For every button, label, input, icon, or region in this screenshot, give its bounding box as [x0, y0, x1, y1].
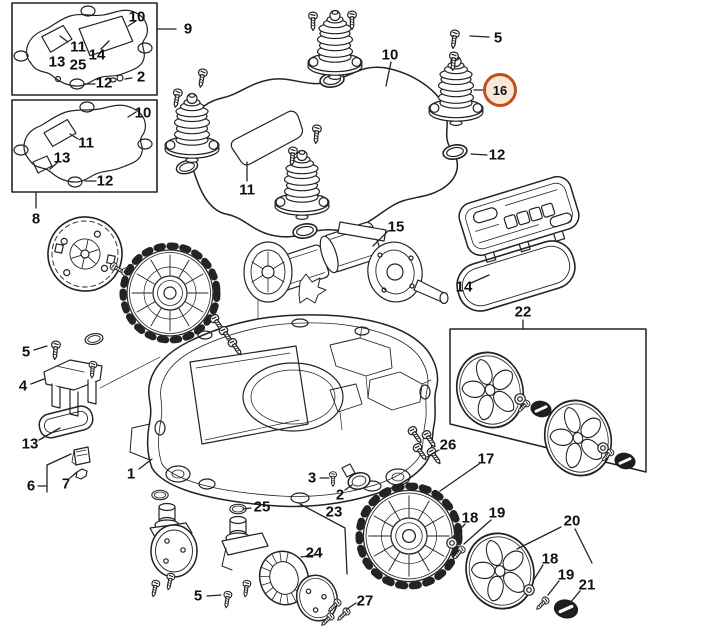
callout-13[interactable]: 13 [21, 435, 39, 453]
callout-12-box8[interactable]: 12 [96, 172, 114, 190]
callout-12-box9[interactable]: 12 [95, 74, 113, 92]
callout-5-bottom[interactable]: 5 [193, 587, 203, 605]
leader-lines [30, 20, 593, 610]
callout-11-box9[interactable]: 11 [70, 38, 86, 56]
callout-5-left[interactable]: 5 [21, 343, 31, 361]
washer-icon-18 [523, 584, 535, 596]
callout-8[interactable]: 8 [31, 210, 41, 228]
control-cover-drawing [458, 175, 580, 263]
axle-cap-icon [612, 450, 638, 472]
callout-18-right[interactable]: 18 [541, 550, 559, 568]
rubber-damper-drawing [274, 149, 330, 220]
callout-14[interactable]: 14 [455, 278, 473, 296]
callout-2[interactable]: 2 [335, 486, 345, 504]
callout-16-selected[interactable]: 16 [483, 73, 517, 107]
rear-toothed-wheel-drawing [359, 486, 459, 586]
screw-icon [195, 67, 209, 89]
axle-cap-21-icon [551, 596, 581, 622]
callout-26[interactable]: 26 [439, 436, 457, 454]
clip-6-drawing [71, 446, 91, 466]
callout-19-left[interactable]: 19 [488, 504, 506, 522]
callout-27[interactable]: 27 [356, 592, 374, 610]
callout-14-box9[interactable]: 14 [88, 46, 106, 64]
toothed-wheel-drawing [123, 246, 217, 340]
callout-13-box8[interactable]: 13 [53, 149, 71, 167]
caster-wheel-assembly-drawing [148, 502, 198, 598]
gasket-box-8 [11, 99, 158, 193]
disc-plate-drawing [40, 209, 130, 299]
caster-disc-drawing [295, 574, 339, 622]
callout-10[interactable]: 10 [381, 46, 399, 64]
callout-17[interactable]: 17 [477, 450, 495, 468]
cover-gasket-14-drawing [456, 240, 576, 312]
callout-7[interactable]: 7 [61, 475, 71, 493]
o-ring-12 [441, 142, 469, 162]
callout-13-box9[interactable]: 13 [48, 53, 66, 71]
callout-22[interactable]: 22 [514, 303, 532, 321]
o-ring [83, 331, 105, 347]
gasket-box-9 [11, 2, 158, 96]
screw-icon [308, 11, 318, 32]
o-ring [291, 221, 319, 241]
callout-11-box8[interactable]: 11 [78, 134, 94, 152]
chassis-drawing [99, 314, 439, 508]
callout-25-box9[interactable]: 25 [69, 56, 87, 74]
wheel-box-22 [449, 328, 647, 473]
callout-10-box8[interactable]: 10 [134, 104, 152, 122]
callout-4[interactable]: 4 [18, 377, 28, 395]
nut-7-drawing [75, 468, 88, 480]
rubber-damper-drawing [164, 92, 220, 163]
callout-5-top[interactable]: 5 [493, 29, 503, 47]
screw-icon-27 [334, 606, 352, 624]
o-ring [151, 489, 169, 501]
callout-21[interactable]: 21 [578, 576, 596, 594]
callout-23[interactable]: 23 [325, 503, 343, 521]
callout-6[interactable]: 6 [26, 477, 36, 495]
callout-15[interactable]: 15 [387, 218, 405, 236]
screw-icon-19 [533, 595, 551, 613]
callout-3[interactable]: 3 [307, 469, 317, 487]
hub-cap-wheel-drawing [446, 342, 534, 438]
callout-12[interactable]: 12 [488, 146, 506, 164]
screw-icon-5 [448, 28, 461, 50]
callout-19-right[interactable]: 19 [557, 566, 575, 584]
callout-9[interactable]: 9 [183, 20, 193, 38]
plug-drawing [329, 463, 371, 490]
callout-20[interactable]: 20 [563, 512, 581, 530]
callout-25[interactable]: 25 [253, 498, 271, 516]
callout-24[interactable]: 24 [305, 544, 323, 562]
rubber-damper-16-drawing [428, 55, 484, 127]
mount-bracket-4-drawing [43, 340, 103, 417]
caster-fork-drawing [221, 515, 269, 609]
drive-motor-assembly-drawing [243, 221, 449, 346]
caster-tread-24-drawing [258, 550, 310, 606]
callout-1[interactable]: 1 [126, 465, 136, 483]
callout-11[interactable]: 11 [239, 181, 255, 199]
screw-icon [310, 124, 323, 145]
washer-icon-18 [446, 537, 458, 549]
callout-18-left[interactable]: 18 [461, 509, 479, 527]
callout-10-box9[interactable]: 10 [128, 8, 146, 26]
small-gasket-13-drawing [38, 405, 94, 439]
callout-2-box9[interactable]: 2 [136, 68, 146, 86]
